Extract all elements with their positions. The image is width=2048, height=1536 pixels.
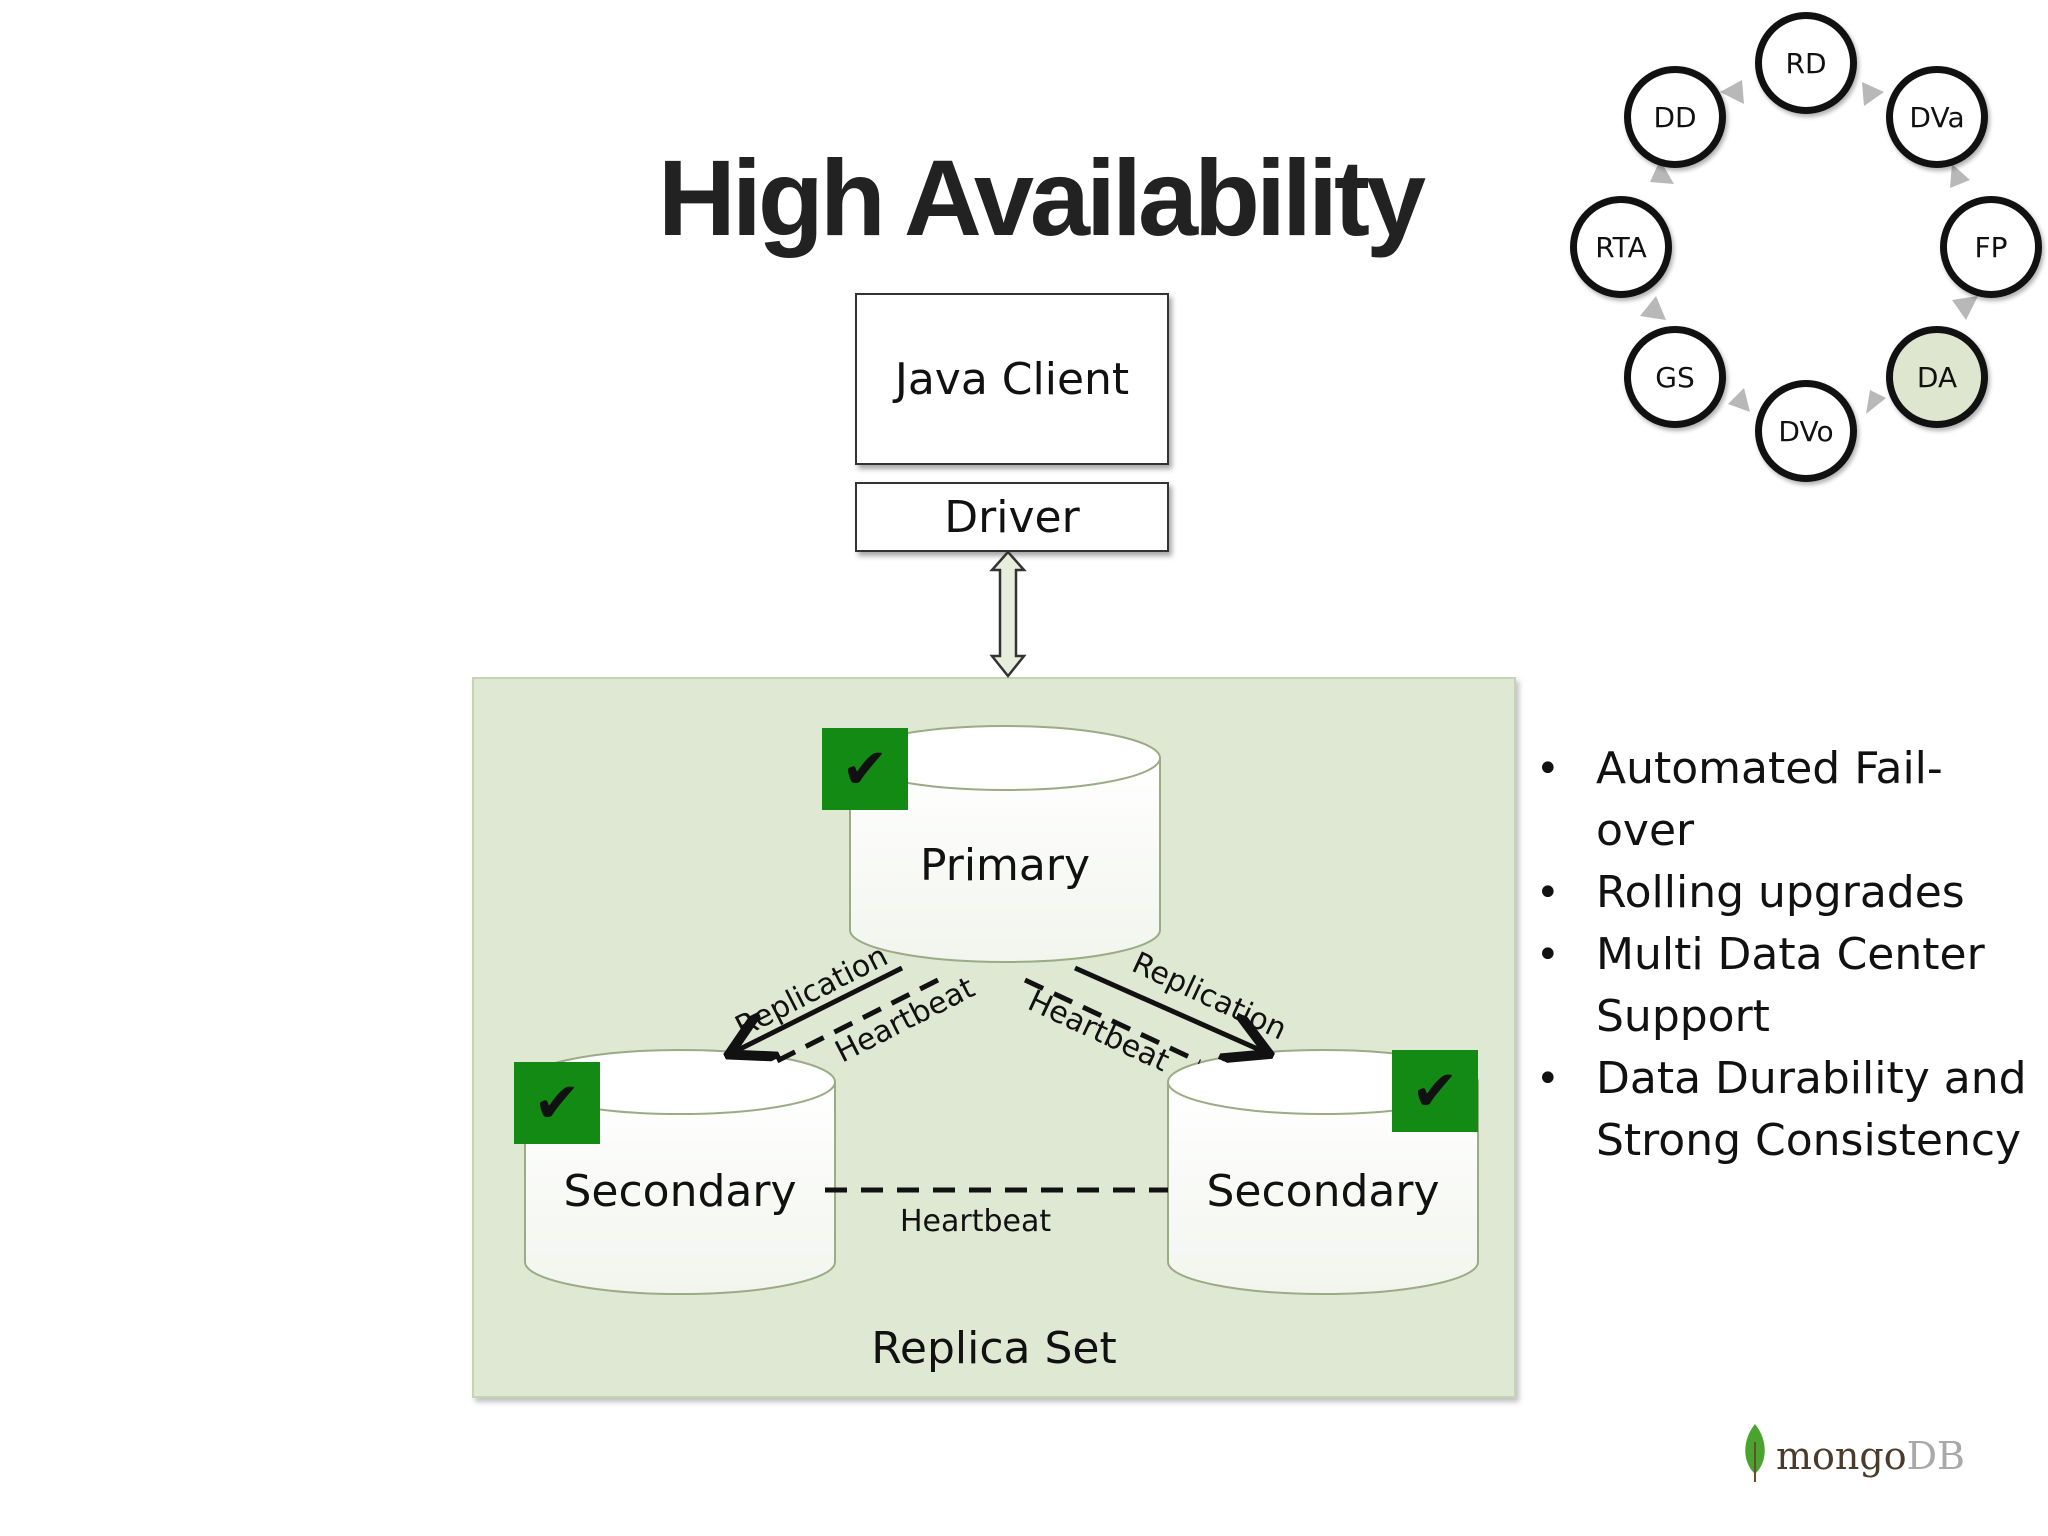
cycle-node-dvo: DVo	[1755, 380, 1857, 482]
cycle-node-fp: FP	[1940, 196, 2042, 298]
feature-bullet-list: Automated Fail-over Rolling upgrades Mul…	[1530, 738, 2040, 1172]
heartbeat-line-right	[1023, 977, 1202, 1065]
slide-title: High Availability	[657, 137, 1426, 258]
check-icon: ✔	[1411, 1058, 1459, 1124]
cycle-node-rta: RTA	[1570, 196, 1672, 298]
heartbeat-label-right: Heartbeat	[1023, 984, 1175, 1080]
secondary-left-label: Secondary	[563, 1166, 797, 1217]
logo-text-db: DB	[1906, 1434, 1965, 1478]
java-client-box: Java Client	[855, 293, 1169, 465]
cycle-arrow-4	[1952, 296, 1978, 320]
logo-text: mongoDB	[1776, 1434, 1965, 1478]
bullet-item: Rolling upgrades	[1530, 862, 2040, 924]
bullet-item: Data Durability and Strong Consistency	[1530, 1048, 2040, 1172]
replication-arrow-left	[738, 965, 904, 1050]
cycle-arrow-5	[1866, 390, 1886, 414]
check-badge-primary: ✔	[822, 728, 908, 810]
heartbeat-label-bottom: Heartbeat	[900, 1204, 1052, 1239]
cycle-arrow-2	[1862, 82, 1884, 106]
primary-label: Primary	[919, 840, 1091, 891]
cycle-arrows	[1640, 80, 1978, 414]
check-icon: ✔	[841, 736, 889, 802]
bullet-item: Automated Fail-over	[1530, 738, 2040, 862]
driver-connection-arrow	[989, 550, 1027, 679]
cycle-node-dd: DD	[1624, 66, 1726, 168]
primary-cylinder	[849, 725, 1161, 963]
cycle-node-da: DA	[1886, 326, 1988, 428]
check-badge-secondary-left: ✔	[514, 1062, 600, 1144]
check-badge-secondary-right: ✔	[1392, 1050, 1478, 1132]
logo-text-mongo: mongo	[1776, 1434, 1907, 1478]
cycle-arrow-6	[1728, 388, 1750, 412]
bullet-item: Multi Data Center Support	[1530, 924, 2040, 1048]
cycle-arrow-1	[1720, 80, 1744, 104]
cycle-node-gs: GS	[1624, 326, 1726, 428]
cycle-node-rd: RD	[1755, 12, 1857, 114]
cycle-arrow-8	[1650, 160, 1674, 184]
cycle-arrow-7	[1640, 296, 1666, 320]
driver-box: Driver	[855, 482, 1169, 552]
replication-label-right: Replication	[1127, 946, 1292, 1048]
replication-arrow-right	[1073, 965, 1260, 1050]
check-icon: ✔	[533, 1070, 581, 1136]
secondary-right-label: Secondary	[1206, 1166, 1440, 1217]
replica-set-label: Replica Set	[871, 1323, 1117, 1374]
cycle-node-dva: DVa	[1886, 66, 1988, 168]
cycle-arrow-3	[1950, 164, 1970, 188]
mongodb-logo: mongoDB	[1740, 1422, 1965, 1482]
leaf-icon	[1745, 1424, 1765, 1482]
